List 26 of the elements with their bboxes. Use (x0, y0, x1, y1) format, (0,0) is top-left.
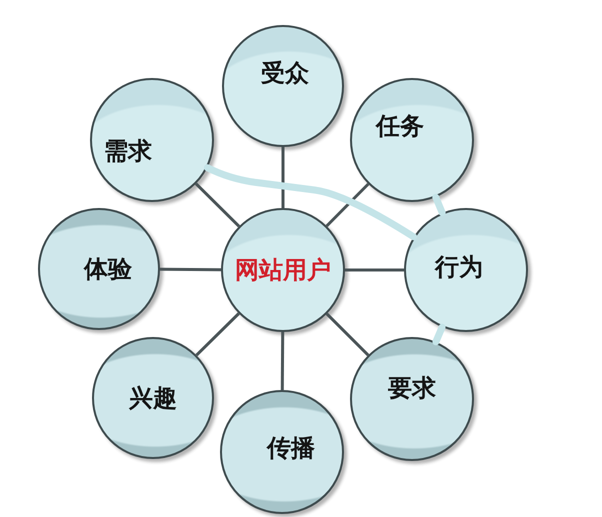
node-label: 兴趣 (129, 384, 177, 412)
connector-line (194, 182, 240, 228)
node-label: 行为 (435, 254, 483, 280)
circle-node (404, 208, 528, 332)
wavy-connector (204, 164, 418, 240)
circle-node (92, 337, 214, 459)
connector-line (326, 312, 370, 356)
node-label: 任务 (376, 112, 424, 140)
connector-line (326, 182, 370, 228)
hub-label: 网站用户 (235, 256, 331, 284)
circle-node (220, 390, 344, 514)
node-label: 受众 (261, 60, 309, 86)
connector-line (280, 332, 284, 390)
node-label: 体验 (84, 256, 132, 282)
circle-node (350, 78, 474, 202)
wavy-connector (432, 194, 446, 216)
connector-line (282, 147, 284, 208)
wavy-connector (432, 324, 446, 346)
connector-line (195, 312, 240, 356)
connector-line (160, 268, 222, 272)
circle-node (38, 208, 160, 330)
connector-line (345, 268, 404, 272)
node-label: 要求 (388, 374, 436, 402)
circle-node (350, 337, 474, 461)
node-label: 传播 (267, 434, 315, 462)
node-label: 需求 (104, 138, 152, 164)
